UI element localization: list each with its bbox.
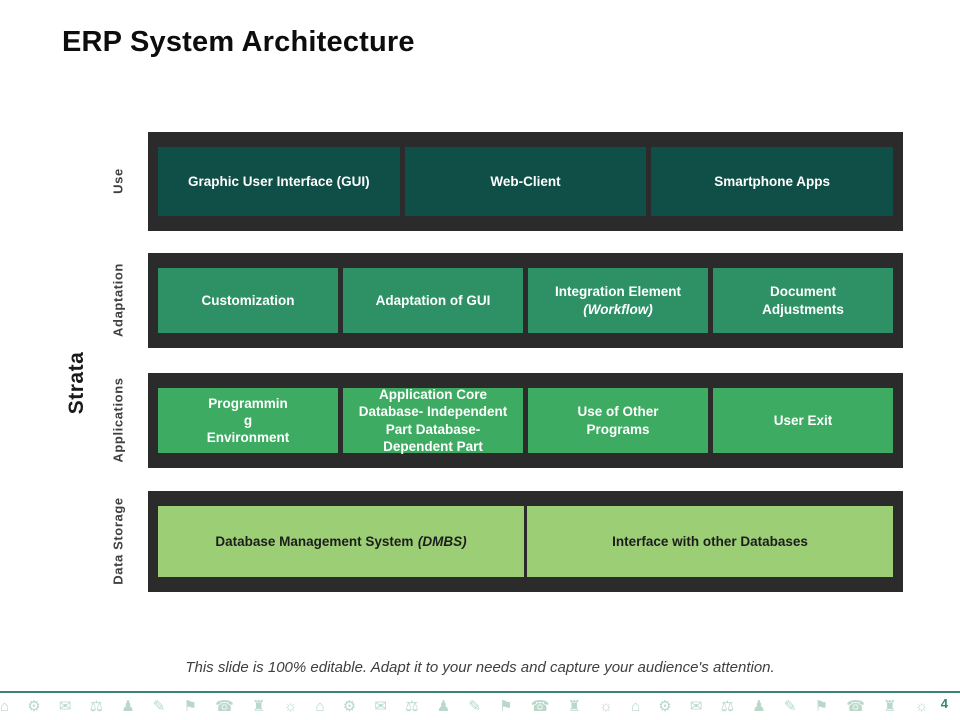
strata-axis-label: Strata xyxy=(65,351,88,415)
box-use-of-other-programs: Use of Other Programs xyxy=(528,388,708,453)
box-programming-environment: Programmin g Environment xyxy=(158,388,338,453)
band-adaptation: Customization Adaptation of GUI Integrat… xyxy=(148,253,903,348)
box-user-exit: User Exit xyxy=(713,388,893,453)
box-interface-other-databases: Interface with other Databases xyxy=(527,506,893,577)
box-web-client: Web-Client xyxy=(404,147,647,216)
band-applications: Programmin g Environment Application Cor… xyxy=(148,373,903,468)
box-text: Smartphone Apps xyxy=(714,173,831,189)
band-use: Graphic User Interface (GUI) Web-Client … xyxy=(148,132,903,231)
band-data-storage: Database Management System(DMBS) Interfa… xyxy=(148,491,903,592)
box-text-italic: (Workflow) xyxy=(583,301,653,317)
box-application-core: Application Core Database- Independent P… xyxy=(343,386,523,454)
box-customization: Customization xyxy=(158,268,338,333)
box-text-italic: (DMBS) xyxy=(417,533,467,549)
box-integration-element: Integration Element (Workflow) xyxy=(528,268,708,333)
box-text: Web-Client xyxy=(490,173,561,189)
box-text: Interface with other Databases xyxy=(612,533,808,549)
row-label-use: Use xyxy=(110,168,126,194)
row-label-data-storage: Data Storage xyxy=(110,497,126,585)
box-smartphone-apps: Smartphone Apps xyxy=(651,147,894,216)
footer-divider xyxy=(0,691,960,693)
box-text: User Exit xyxy=(773,412,833,428)
box-text: Use of Other Programs xyxy=(577,404,659,437)
row-label-adaptation: Adaptation xyxy=(110,263,126,337)
box-text: Adaptation of GUI xyxy=(375,292,491,308)
box-text: Application Core Database- Independent P… xyxy=(358,386,508,454)
box-graphic-user-interface: Graphic User Interface (GUI) xyxy=(158,147,400,216)
box-text-wrap: Database Management System(DMBS) xyxy=(215,533,466,550)
box-text: Document Adjustments xyxy=(762,284,844,317)
box-document-adjustments: Document Adjustments xyxy=(713,268,893,333)
box-database-management-system: Database Management System(DMBS) xyxy=(158,506,524,577)
editable-footnote: This slide is 100% editable. Adapt it to… xyxy=(185,659,775,676)
box-text: Database Management System xyxy=(215,533,414,549)
box-text: Customization xyxy=(201,292,295,308)
box-text: Graphic User Interface (GUI) xyxy=(188,173,370,189)
row-label-applications: Applications xyxy=(110,377,126,463)
footer-decorative-icons: ⌂ ⚙ ✉ ⚖ ♟ ✎ ⚑ ☎ ♜ ☼ ⌂ ⚙ ✉ ⚖ ♟ ✎ ⚑ ☎ ♜ ☼ … xyxy=(0,698,930,715)
page-title: ERP System Architecture xyxy=(62,26,415,58)
box-text: Integration Element xyxy=(554,284,681,300)
page-number: 4 xyxy=(940,696,948,711)
box-adaptation-of-gui: Adaptation of GUI xyxy=(343,268,523,333)
box-text: Programmin g Environment xyxy=(206,395,290,446)
